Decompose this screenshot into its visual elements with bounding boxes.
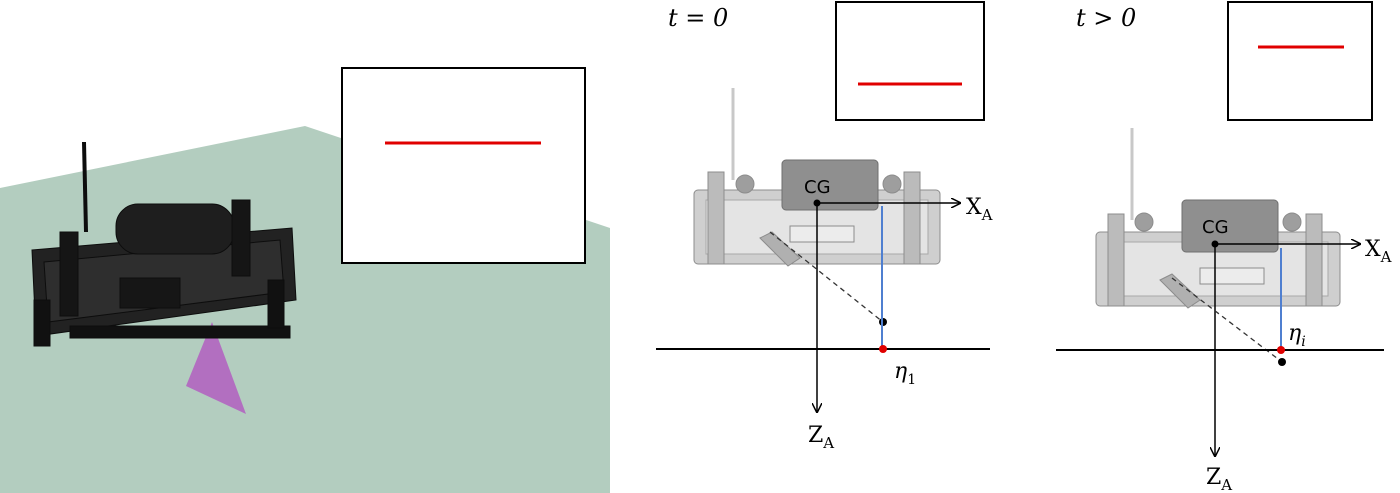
right-eta-label: ηi (1288, 321, 1306, 350)
right-panel: t > 0 CG XA ZA (1056, 1, 1392, 493)
mid-inset-box (835, 1, 985, 121)
right-inset-box (1227, 1, 1373, 121)
right-rov-schematic-icon (1095, 128, 1341, 309)
mid-red-point (879, 345, 887, 353)
rov-3d-model-icon (31, 141, 297, 347)
mid-x-axis-label: XA (966, 195, 993, 224)
mid-cg-label: CG (804, 177, 831, 198)
right-x-axis-label: XA (1365, 237, 1392, 266)
right-z-axis-label: ZA (1206, 465, 1232, 493)
right-cg-label: CG (1202, 217, 1229, 238)
left-inset-box (341, 67, 586, 264)
mid-eta-label: η1 (894, 359, 916, 388)
middle-panel: t = 0 CG XA ZA (656, 1, 993, 452)
right-red-point (1277, 346, 1285, 354)
right-beam-point (1278, 358, 1286, 366)
sonar-beam-icon (186, 322, 246, 414)
right-time-label: t > 0 (1076, 4, 1136, 32)
mid-time-label: t = 0 (668, 4, 728, 32)
mid-z-axis-label: ZA (808, 423, 834, 452)
mid-beam-dashed-line (769, 231, 884, 323)
left-render-panel (0, 67, 610, 493)
